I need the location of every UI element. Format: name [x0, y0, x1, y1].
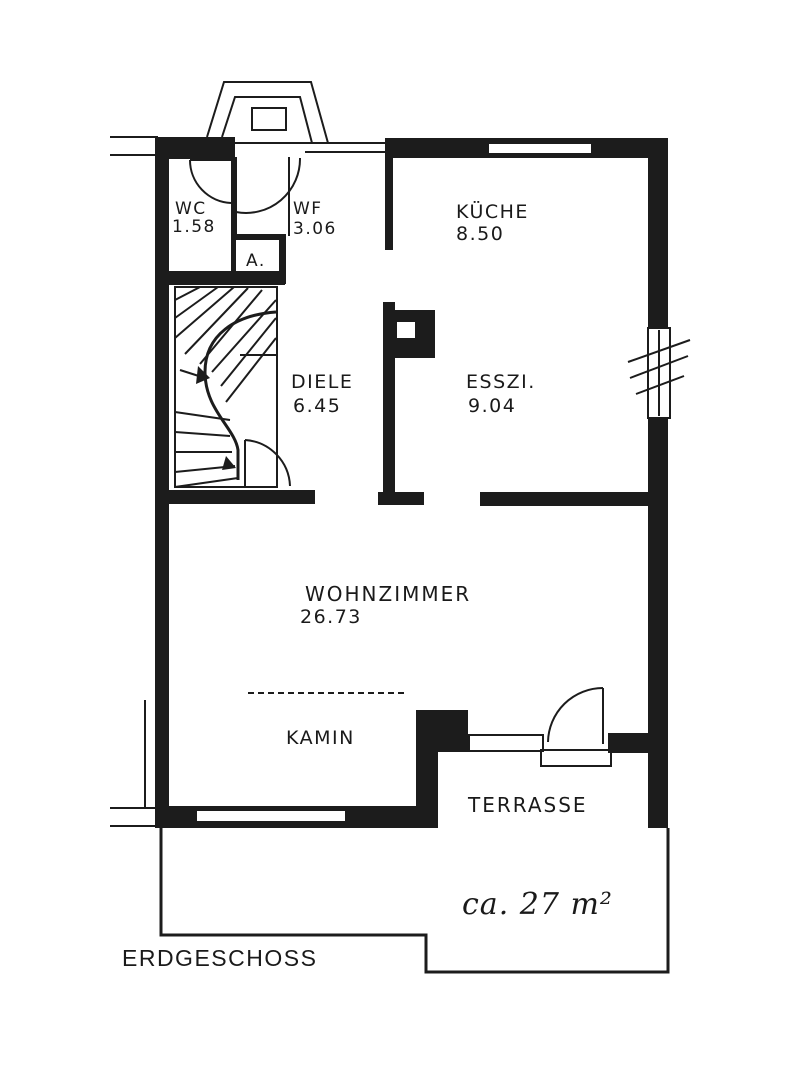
doors	[188, 157, 612, 767]
window-hatch	[627, 339, 691, 395]
interior-walls	[165, 140, 650, 506]
room-area-terrasse: ca. 27 m²	[462, 887, 613, 922]
room-area-esszi: 9.04	[468, 395, 516, 417]
room-area-diele: 6.45	[293, 395, 341, 417]
room-name-diele: DIELE	[291, 371, 353, 393]
room-area-wf: 3.06	[293, 219, 337, 239]
room-labels: WC 1.58 WF 3.06 A. KÜCHE 8.50 DIELE 6.45…	[122, 199, 613, 971]
room-area-wc: 1.58	[172, 217, 216, 237]
terrace-outline	[159, 828, 670, 974]
room-name-kueche: KÜCHE	[456, 200, 529, 223]
entrance-porch	[206, 81, 385, 153]
neighbour-outline	[110, 136, 158, 827]
room-name-wf: WF	[293, 199, 323, 219]
staircase	[174, 286, 278, 488]
room-area-wohnzimmer: 26.73	[300, 606, 362, 628]
room-area-kueche: 8.50	[456, 223, 504, 245]
anschluss-label: A.	[246, 251, 266, 271]
room-name-esszi: ESSZI.	[466, 371, 536, 393]
floor-title: ERDGESCHOSS	[122, 945, 317, 971]
kamin-label: KAMIN	[286, 727, 355, 749]
room-name-wohnzimmer: WOHNZIMMER	[305, 582, 471, 606]
room-name-terrasse: TERRASSE	[467, 793, 588, 817]
windows	[195, 142, 671, 823]
room-name-wc: WC	[175, 199, 207, 219]
